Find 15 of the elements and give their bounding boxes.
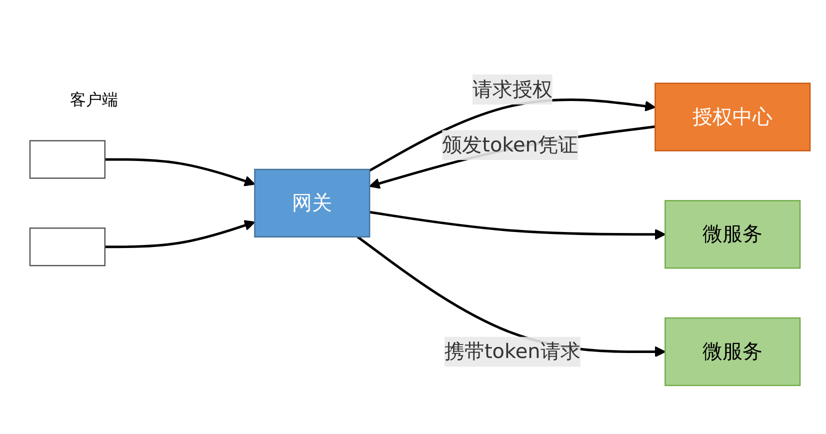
node-box: 网关 bbox=[254, 168, 370, 238]
edge-label: 颁发token凭证 bbox=[442, 132, 578, 156]
arrow bbox=[104, 220, 256, 248]
arrow bbox=[104, 158, 256, 186]
node-box bbox=[29, 140, 106, 179]
node-box: 微服务 bbox=[664, 200, 801, 269]
arrow bbox=[369, 210, 666, 240]
client-label: 客户端 bbox=[70, 90, 118, 111]
node-box bbox=[29, 228, 106, 266]
node-box: 微服务 bbox=[664, 317, 801, 386]
node-box: 授权中心 bbox=[654, 82, 811, 152]
edge-label: 请求授权 bbox=[472, 77, 552, 101]
arrow bbox=[369, 125, 656, 189]
arrow bbox=[368, 98, 656, 172]
edge-label: 携带token请求 bbox=[444, 339, 580, 363]
